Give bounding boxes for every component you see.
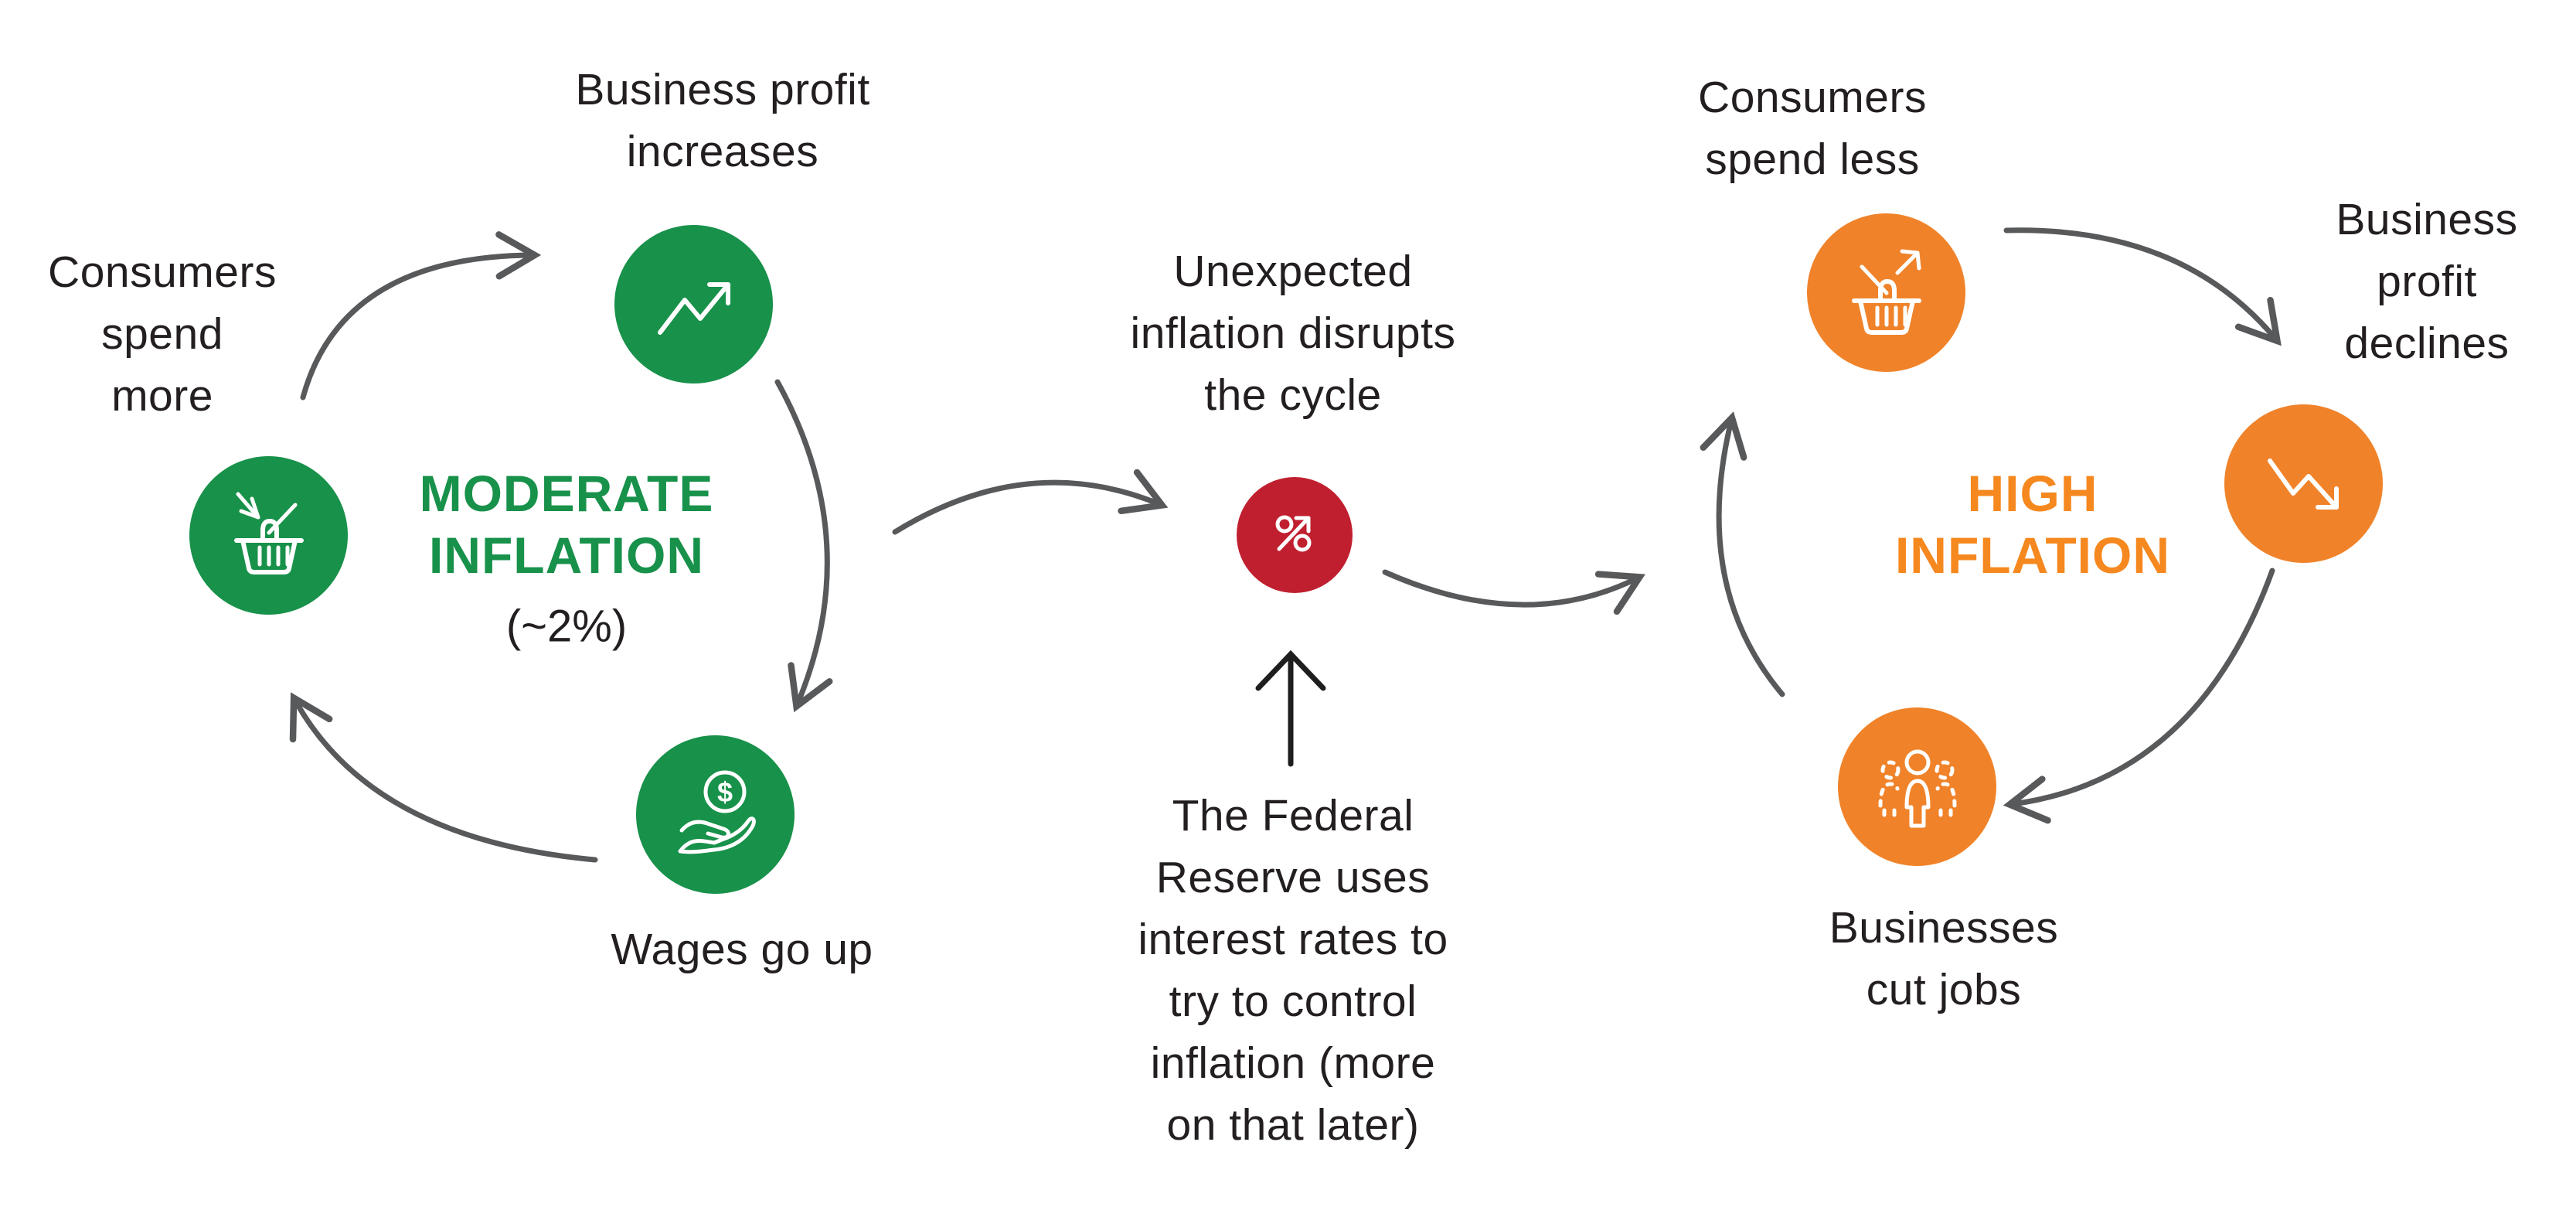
fed-note-label: The Federal Reserve uses interest rates … (1138, 791, 1448, 1150)
disruption-label: Unexpected inflation disrupts the cycle (1130, 247, 1456, 420)
wages-go-up-label: Wages go up (611, 925, 873, 974)
arrow-moderate-to-disruption (892, 469, 1169, 535)
arrow-spend-more-to-profit-increases (300, 231, 542, 401)
arrow-profit-declines-to-cut-jobs (2003, 568, 2275, 824)
arrow-wages-to-spend-more (289, 692, 598, 863)
hand-dollar-icon: $ (678, 770, 756, 854)
arrow-cut-jobs-to-spend-less (1700, 411, 1785, 697)
consumers-spend-less-node (1807, 213, 1965, 372)
percent-arrow-icon (1275, 515, 1312, 552)
consumers-spend-more-label: Consumers spend more (48, 247, 277, 421)
people-cut-icon (1878, 749, 1956, 827)
business-profit-declines-node (2224, 404, 2383, 563)
business-profit-increases-node (614, 225, 773, 384)
business-profit-increases-label: Business profit increases (575, 65, 870, 176)
consumers-spend-less-label: Consumers spend less (1698, 73, 1927, 184)
arrow-profit-increases-to-wages (774, 379, 833, 713)
high-inflation-title: HIGH INFLATION (1894, 465, 2171, 584)
fed-up-arrow (1255, 649, 1326, 767)
business-profit-declines-label: Business profit declines (2336, 195, 2518, 368)
disruption-node (1237, 477, 1353, 593)
businesses-cut-jobs-label: Businesses cut jobs (1829, 903, 2059, 1014)
chart-down-icon (2267, 458, 2339, 510)
moderate-inflation-title: MODERATE INFLATION (419, 465, 714, 584)
basket-arrow-out-icon (1851, 249, 1921, 335)
businesses-cut-jobs-node (1838, 707, 1996, 866)
arrow-spend-less-to-profit-declines (2003, 227, 2282, 346)
chart-up-icon (657, 281, 730, 335)
arrow-disruption-to-high (1382, 569, 1645, 615)
basket-arrow-in-icon (233, 492, 304, 574)
moderate-inflation-subtitle: (~2%) (505, 601, 628, 652)
svg-text:$: $ (716, 776, 732, 808)
consumers-spend-more-node (189, 456, 348, 615)
wages-go-up-node: $ (636, 735, 795, 894)
